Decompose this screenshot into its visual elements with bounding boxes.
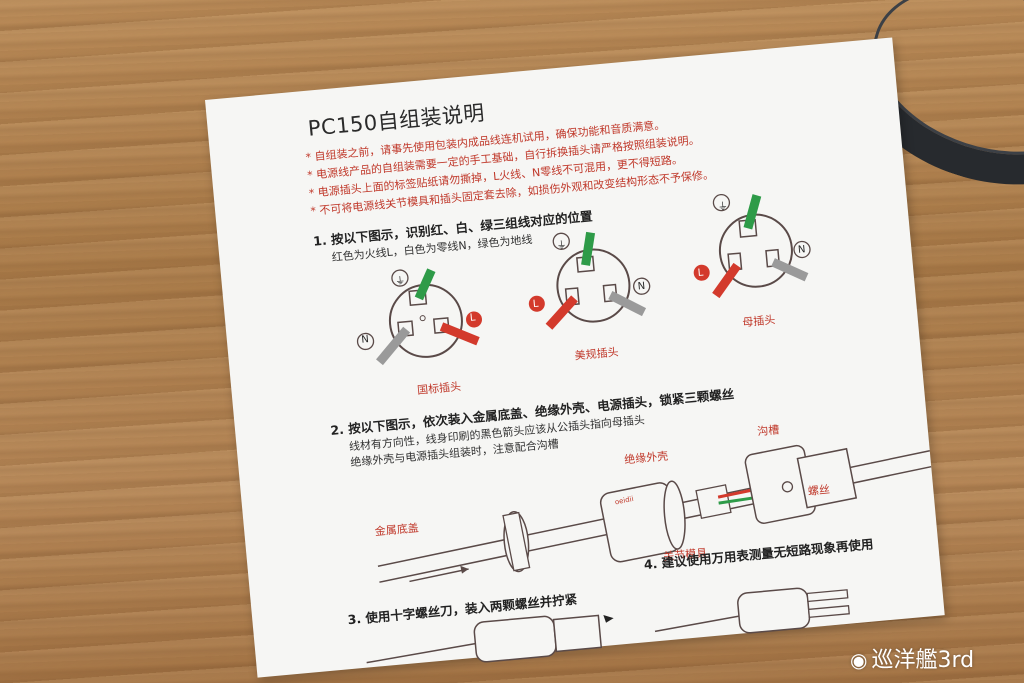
live-label: L: [532, 298, 539, 311]
ground-symbol-icon: ⏚: [717, 201, 729, 213]
label-screw: 螺丝: [807, 482, 831, 498]
assembly-diagram: oeidii: [377, 444, 932, 583]
neutral-label: N: [637, 280, 646, 293]
plug-diagram-cn: [356, 268, 483, 366]
watermark: ◉巡洋艦3rd: [850, 642, 974, 674]
instruction-sheet: PC150自组装说明 * 自组装之前，请事先使用包装内成品线连机试用，确保功能和…: [205, 37, 945, 678]
live-label: L: [697, 267, 704, 280]
plug-caption-female: 母插头: [741, 313, 776, 330]
ground-symbol-icon: ⏚: [556, 239, 568, 252]
ground-symbol-icon: ⏚: [394, 275, 406, 288]
live-label: L: [469, 312, 476, 324]
neutral-label: N: [360, 334, 370, 346]
plug-caption-us: 美规插头: [574, 345, 620, 363]
screwdriver-step-diagram: [366, 614, 614, 664]
plug-diagram-female: [693, 193, 811, 299]
plug-caption-cn: 国标插头: [416, 380, 462, 397]
watermark-text: 巡洋艦3rd: [871, 648, 975, 673]
brand-logo: oeidii: [614, 495, 634, 507]
weibo-logo-icon: ◉: [850, 648, 868, 672]
multimeter-step-diagram: [654, 587, 850, 634]
label-groove: 沟槽: [756, 423, 780, 439]
neutral-label: N: [797, 244, 807, 256]
plug-diagram-us: [528, 231, 651, 330]
